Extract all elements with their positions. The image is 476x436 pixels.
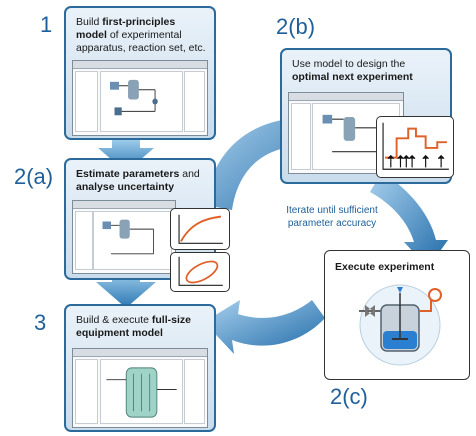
- card-step-1: Build first-principles model of experime…: [64, 6, 216, 140]
- experiment-design-inset: [376, 116, 454, 178]
- confidence-ellipse-inset: [170, 252, 230, 292]
- reactor-vessel-icon: [359, 284, 442, 366]
- step-number-2c: 2(c): [330, 384, 368, 409]
- card-step-2c-text: Execute experiment: [335, 261, 435, 273]
- down-arrow-2: [96, 272, 156, 308]
- card-step-2c: Execute experiment: [324, 250, 470, 380]
- card-step-2b: Use model to design the optimal next exp…: [280, 48, 454, 184]
- card-step-3-text: Build & execute full-size equipment mode…: [76, 314, 191, 339]
- down-arrow-1: [98, 140, 154, 172]
- step-number-3: 3: [34, 310, 47, 335]
- step-number-2b: 2(b): [276, 14, 316, 39]
- card-step-2b-text: Use model to design the optimal next exp…: [292, 58, 413, 83]
- software-screenshot: [72, 60, 208, 136]
- step-number-1: 1: [40, 12, 53, 37]
- cycle-arrow-right: [370, 172, 448, 268]
- fit-curve-inset: [170, 208, 230, 250]
- cycle-label: Iterate until sufficient parameter accur…: [286, 205, 378, 229]
- card-step-2a-text: Estimate parameters and analyse uncertai…: [76, 168, 200, 193]
- card-step-1-text: Build first-principles model of experime…: [76, 16, 206, 54]
- step-number-2a: 2(a): [14, 164, 54, 189]
- software-screenshot: [72, 200, 176, 274]
- card-step-2a: Estimate parameters and analyse uncertai…: [64, 158, 230, 292]
- cycle-arrow-bottom: [204, 300, 325, 354]
- card-step-3: Build & execute full-size equipment mode…: [64, 304, 216, 432]
- software-screenshot: [72, 348, 208, 428]
